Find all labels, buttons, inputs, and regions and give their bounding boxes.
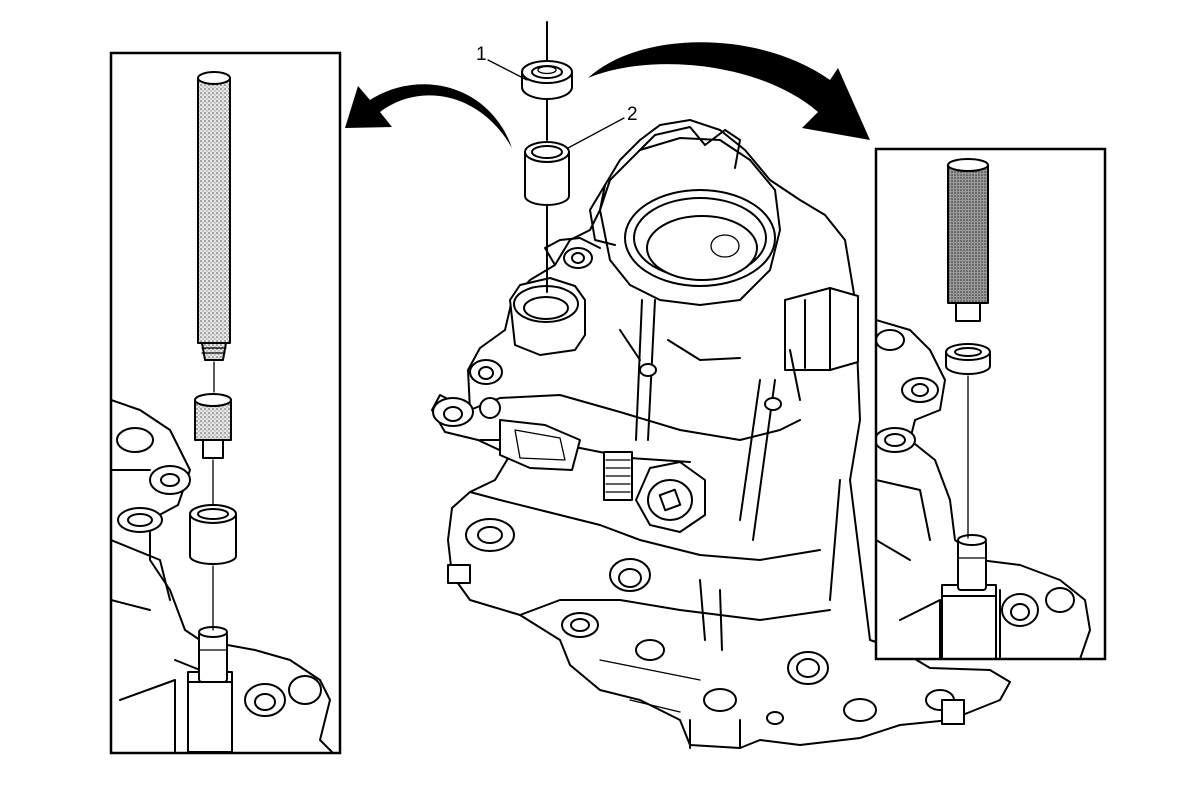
arrow-to-right-detail xyxy=(588,42,870,141)
center-exploded-parts: 1 2 xyxy=(476,21,638,293)
arrow-to-left-detail xyxy=(345,84,512,148)
seal-part xyxy=(521,60,573,100)
left-driver-handle xyxy=(197,71,231,361)
right-seal xyxy=(945,343,991,375)
transmission-case xyxy=(431,119,1011,749)
callout-leader-2 xyxy=(567,117,625,149)
left-installer-adapter xyxy=(194,393,232,459)
left-detail-panel xyxy=(109,51,342,755)
callout-2: 2 xyxy=(627,104,638,125)
right-driver-handle xyxy=(947,158,989,322)
left-panel-case-section xyxy=(111,399,335,753)
callout-leader-1 xyxy=(487,59,528,81)
right-panel-case-section xyxy=(876,319,1091,659)
callout-1: 1 xyxy=(476,44,487,65)
right-detail-panel xyxy=(874,147,1107,661)
bushing-part xyxy=(524,141,570,206)
left-bushing xyxy=(189,504,237,565)
